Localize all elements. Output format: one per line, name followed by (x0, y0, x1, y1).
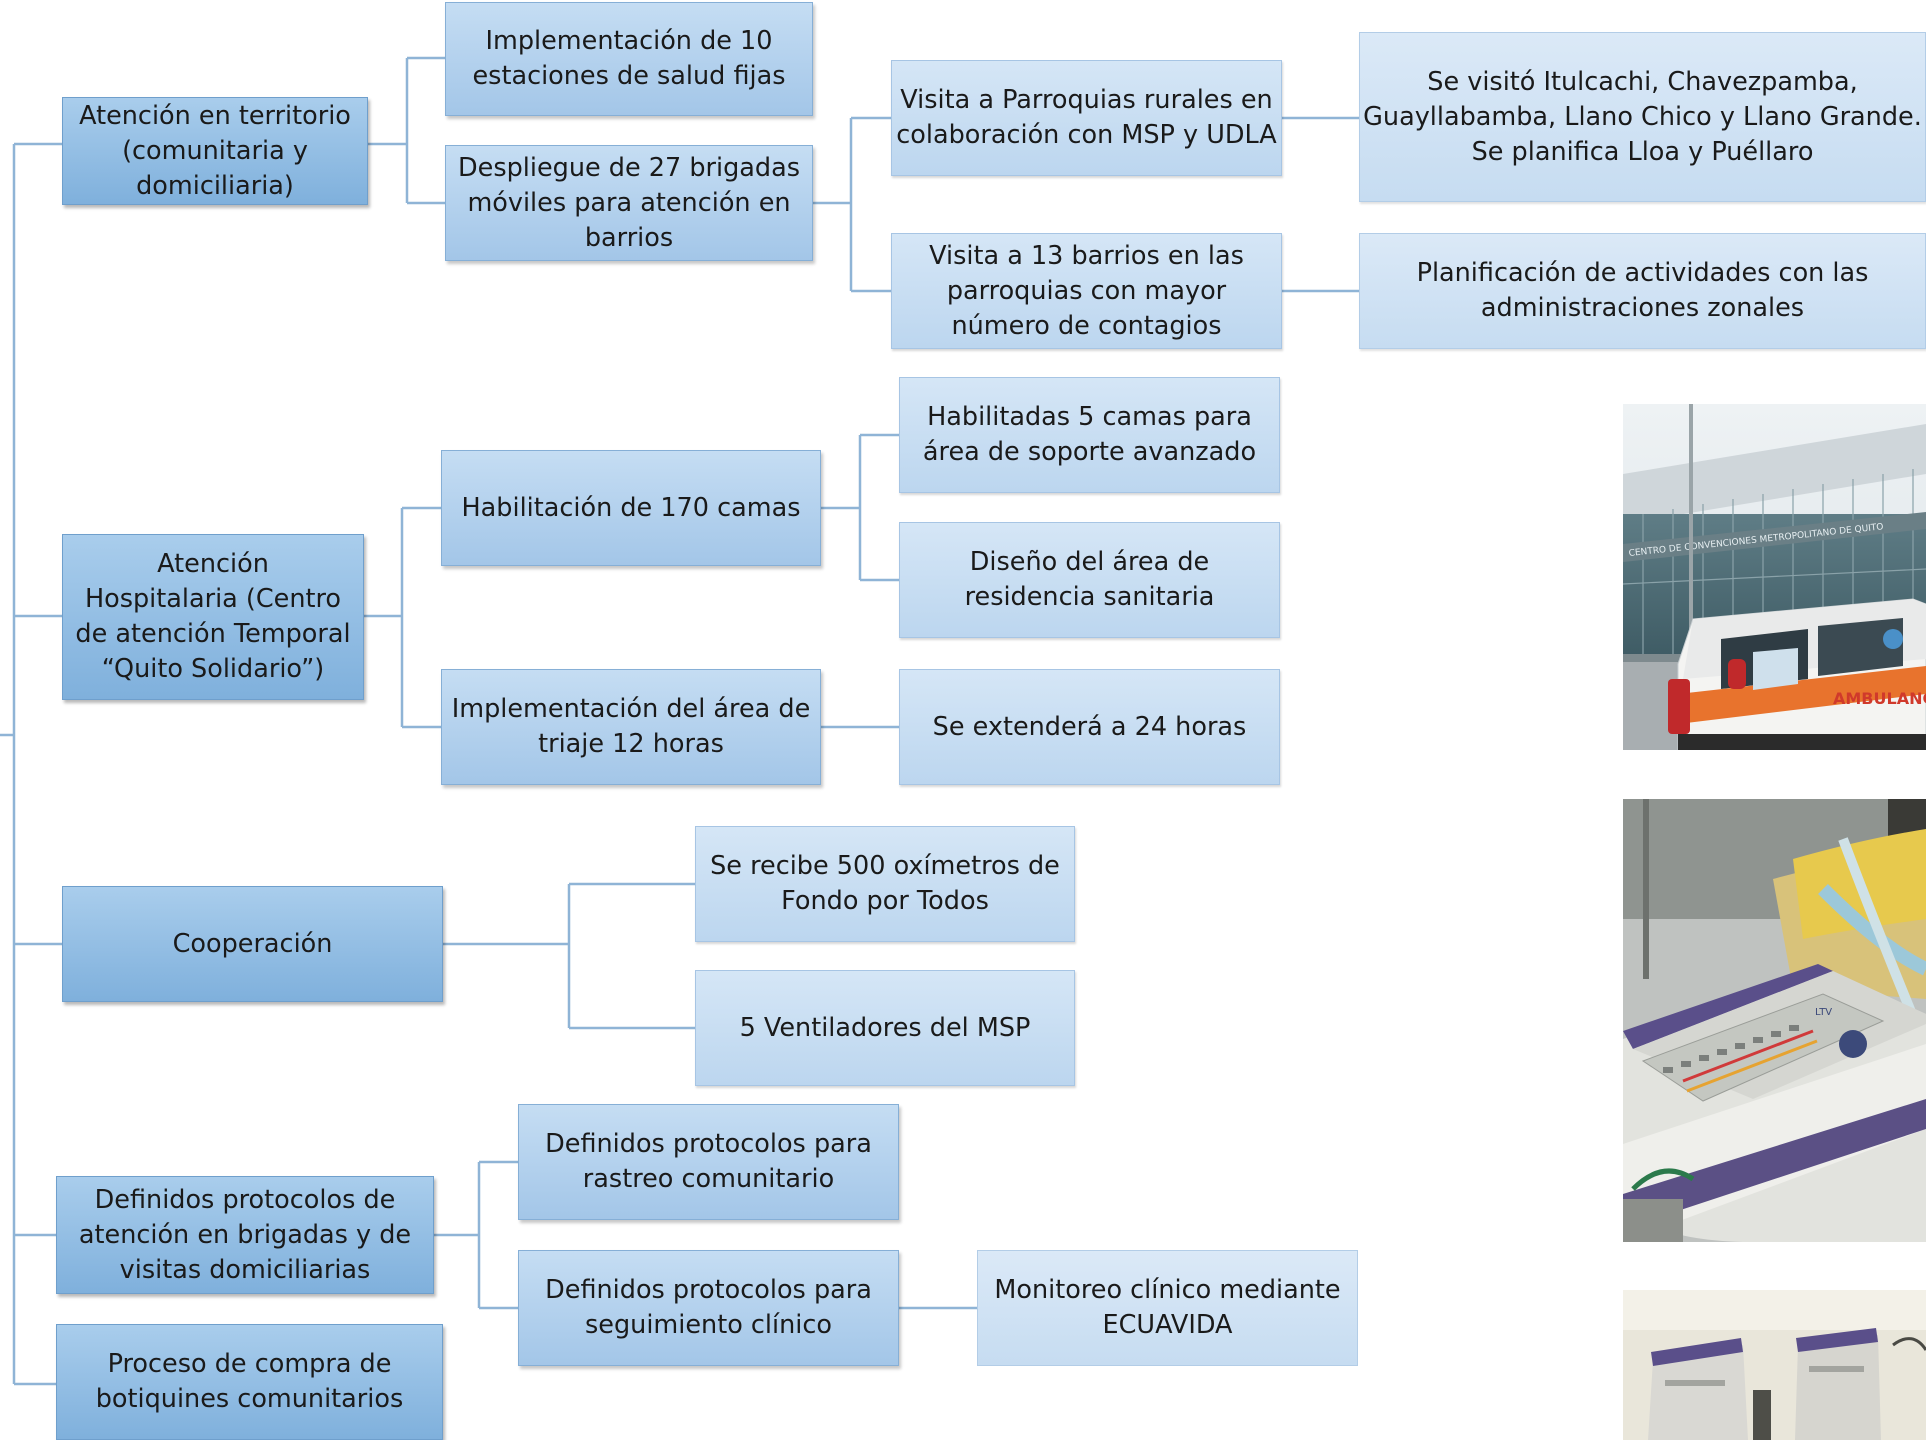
node-estaciones-salud: Implementación de 10 estaciones de salud… (445, 2, 813, 116)
node-habilitacion-camas: Habilitación de 170 camas (441, 450, 821, 566)
node-ventiladores: 5 Ventiladores del MSP (695, 970, 1075, 1086)
node-planificacion-actividades: Planificación de actividades con las adm… (1359, 233, 1926, 349)
node-monitoreo-ecuavida: Monitoreo clínico mediante ECUAVIDA (977, 1250, 1358, 1366)
node-proceso-botiquines: Proceso de compra de botiquines comunita… (56, 1324, 443, 1440)
photo-ventilator: LTV (1623, 799, 1926, 1242)
node-area-triaje: Implementación del área de triaje 12 hor… (441, 669, 821, 785)
node-protocolos-rastreo: Definidos protocolos para rastreo comuni… (518, 1104, 899, 1220)
node-extension-24-horas: Se extenderá a 24 horas (899, 669, 1280, 785)
node-parroquias-visitadas: Se visitó Itulcachi, Chavezpamba, Guayll… (1359, 32, 1926, 202)
node-definidos-protocolos: Definidos protocolos de atención en brig… (56, 1176, 434, 1294)
node-atencion-territorio: Atención en territorio (comunitaria y do… (62, 97, 368, 205)
node-camas-soporte: Habilitadas 5 camas para área de soporte… (899, 377, 1280, 493)
photo-convention-center-ambulance: CENTRO DE CONVENCIONES METROPOLITANO DE … (1623, 404, 1926, 750)
node-visita-parroquias: Visita a Parroquias rurales en colaborac… (891, 60, 1282, 176)
node-atencion-hospitalaria: Atención Hospitalaria (Centro de atenció… (62, 534, 364, 700)
node-residencia-sanitaria: Diseño del área de residencia sanitaria (899, 522, 1280, 638)
ventilator-brand-text: LTV (1815, 1007, 1832, 1018)
node-cooperacion: Cooperación (62, 886, 443, 1002)
ambulance-text: AMBULANCIA (1833, 689, 1926, 708)
node-oximetros: Se recibe 500 oxímetros de Fondo por Tod… (695, 826, 1075, 942)
node-protocolos-seguimiento: Definidos protocolos para seguimiento cl… (518, 1250, 899, 1366)
node-visita-barrios: Visita a 13 barrios en las parroquias co… (891, 233, 1282, 349)
node-brigadas-moviles: Despliegue de 27 brigadas móviles para a… (445, 145, 813, 261)
photo-devices (1623, 1290, 1926, 1440)
